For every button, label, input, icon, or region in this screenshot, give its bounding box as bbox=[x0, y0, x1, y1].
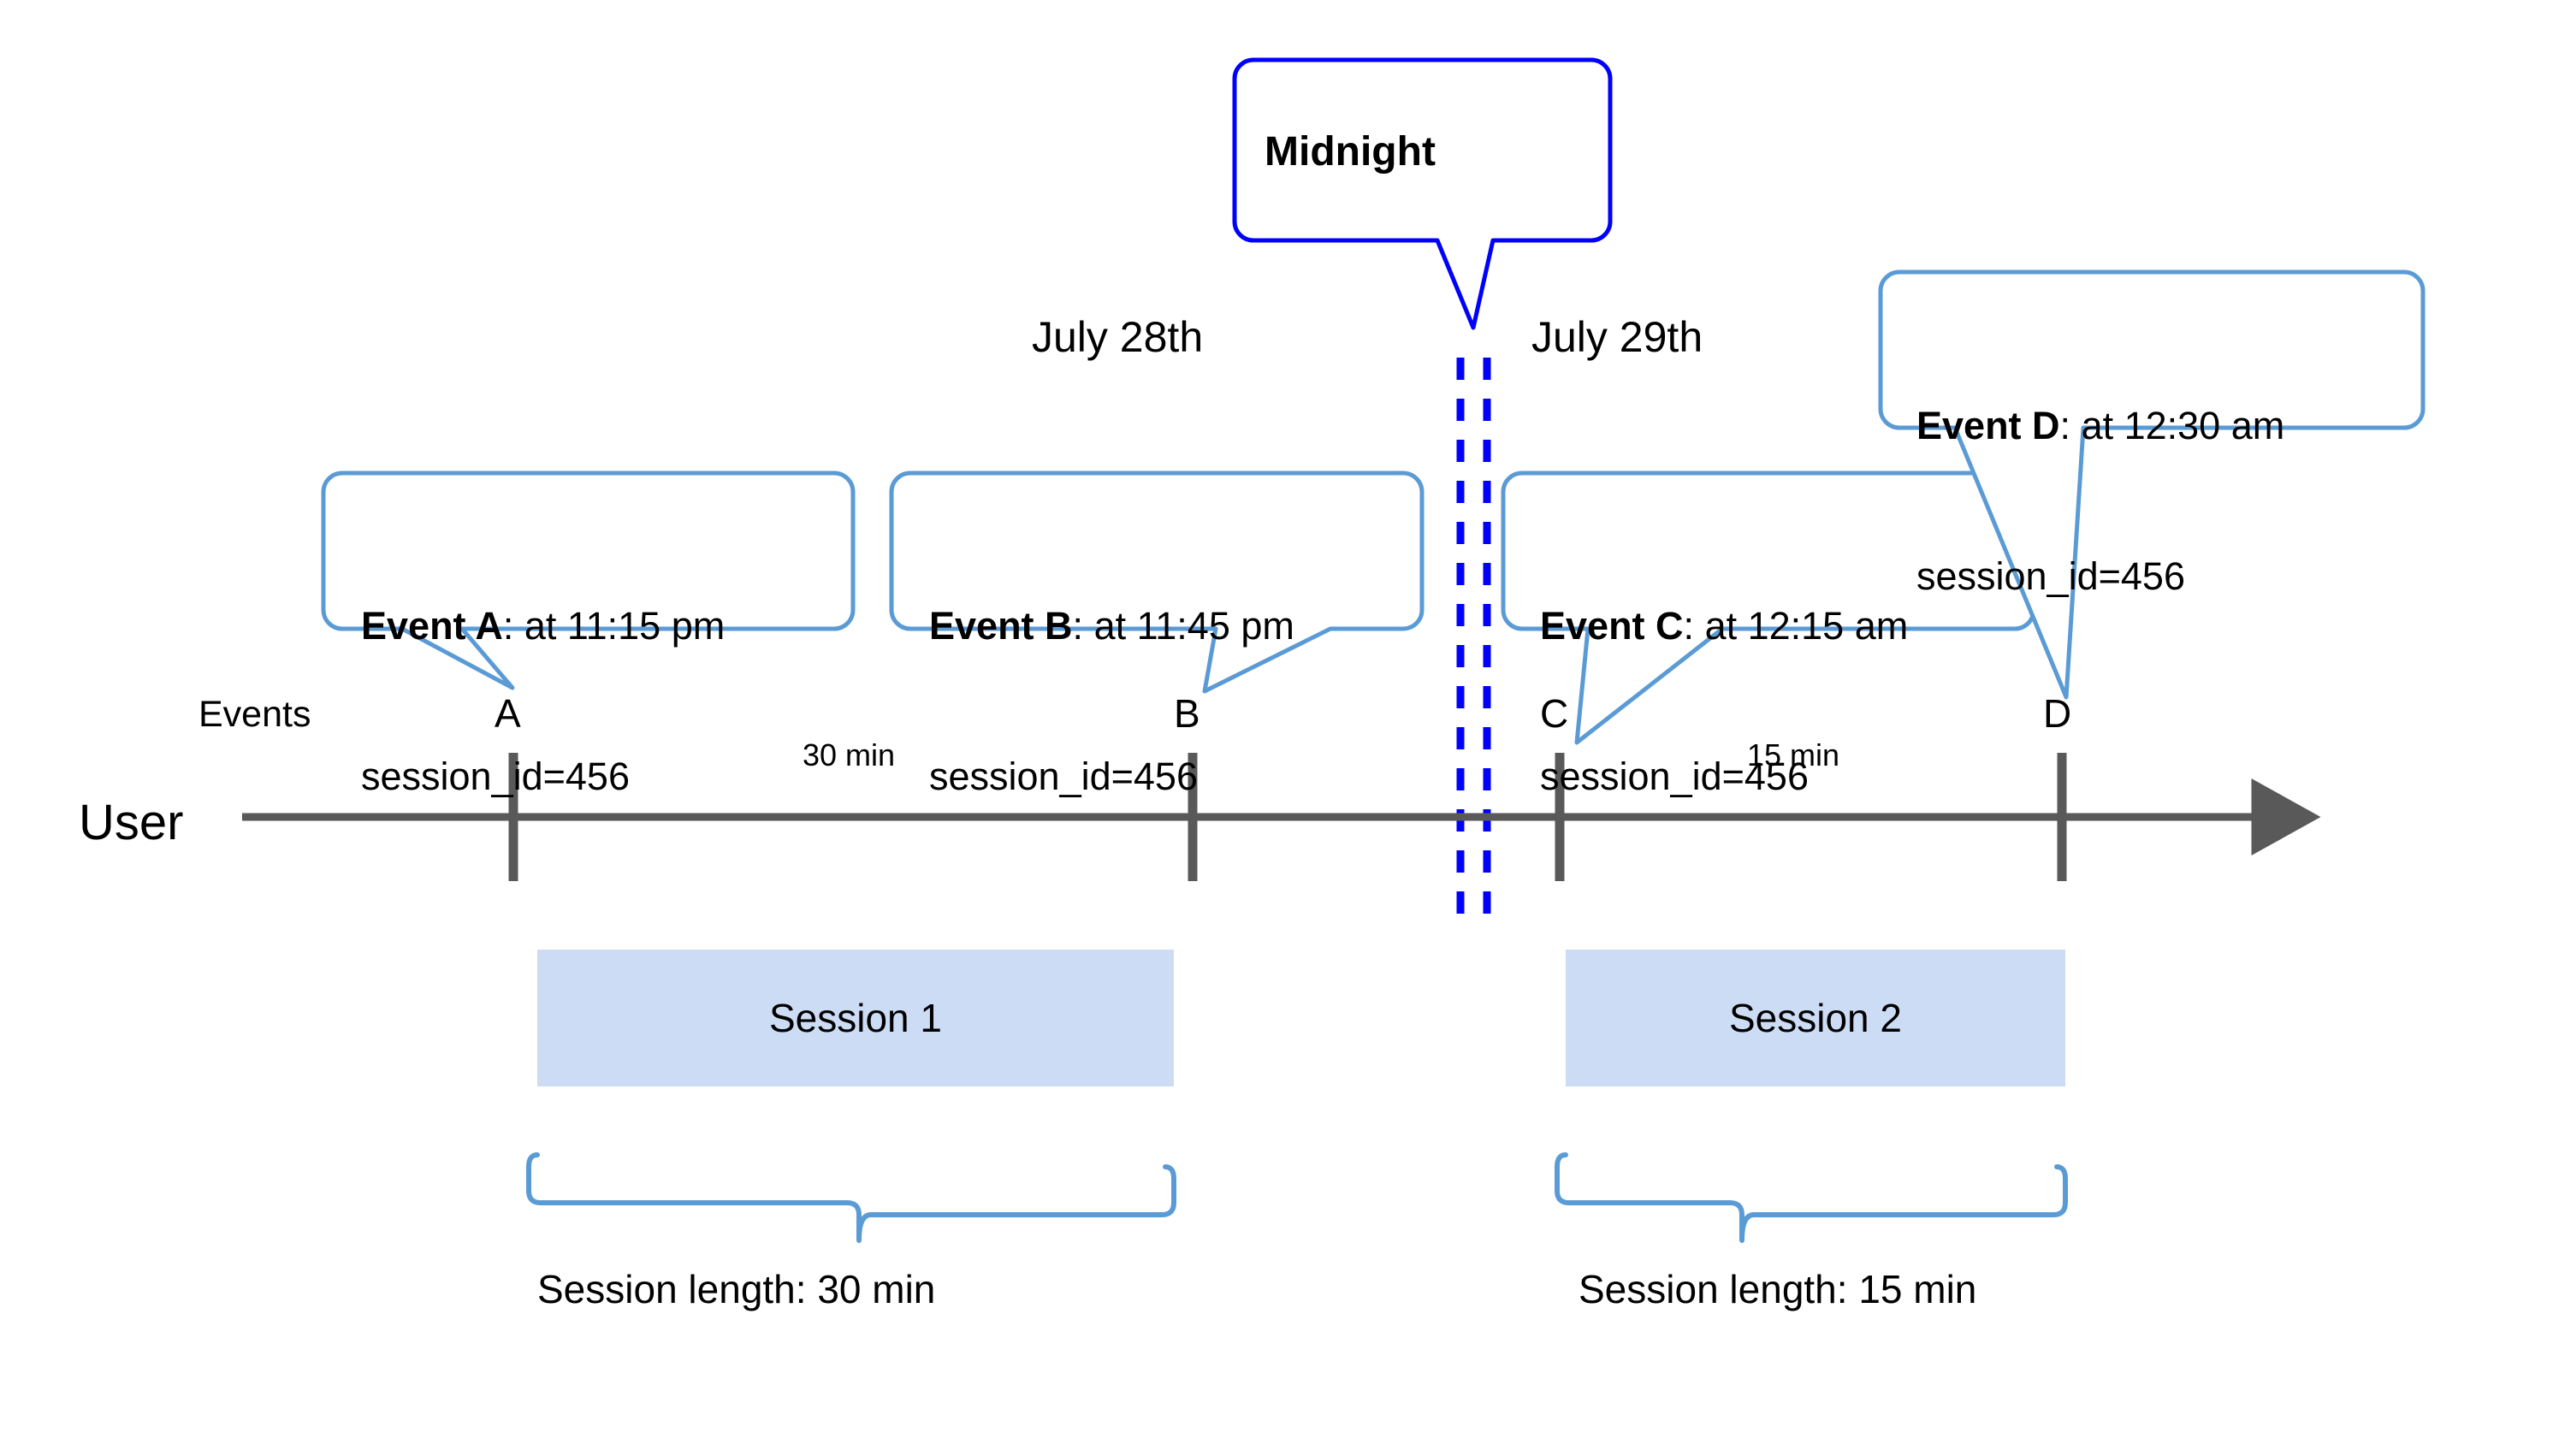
event-d-session-id: session_id=456 bbox=[1916, 553, 2185, 598]
midnight-divider bbox=[1456, 358, 1491, 932]
tick-label-a: A bbox=[495, 691, 521, 736]
session-1-length-label: Session length: 30 min bbox=[537, 1267, 936, 1311]
session-1-brace bbox=[526, 1152, 1176, 1243]
event-c-session-id: session_id=456 bbox=[1540, 754, 1809, 798]
user-lane-label: User bbox=[79, 795, 184, 850]
event-d-callout-text: Event D: at 12:30 am session_id=456 bbox=[1916, 301, 2284, 701]
event-d-name: Event D bbox=[1916, 404, 2060, 447]
event-c-name: Event C bbox=[1540, 604, 1684, 648]
event-c-colon: : bbox=[1683, 604, 1705, 648]
event-a-callout-bubble[interactable] bbox=[321, 471, 856, 690]
tick-label-d: D bbox=[2043, 691, 2072, 736]
event-a-callout-text: Event A: at 11:15 pm session_id=456 bbox=[361, 501, 725, 902]
session-1-box[interactable]: Session 1 bbox=[537, 950, 1174, 1086]
session-2-brace bbox=[1555, 1152, 2068, 1243]
event-c-callout-text: Event C: at 12:15 am session_id=456 bbox=[1540, 501, 1908, 902]
event-b-time: at 11:45 pm bbox=[1093, 604, 1294, 648]
event-d-callout-bubble[interactable] bbox=[1878, 269, 2426, 700]
gap-label-cd: 15 min bbox=[1747, 737, 1840, 772]
event-b-callout-text: Event B: at 11:45 pm session_id=456 bbox=[929, 501, 1294, 902]
event-a-session-id: session_id=456 bbox=[361, 754, 630, 798]
session-2-label: Session 2 bbox=[1728, 996, 1902, 1040]
date-label-july-29: July 29th bbox=[1531, 313, 1703, 361]
tick-label-b: B bbox=[1174, 691, 1200, 736]
event-d-time: at 12:30 am bbox=[2081, 404, 2285, 447]
tick-label-c: C bbox=[1540, 691, 1569, 736]
event-d-colon: : bbox=[2059, 404, 2082, 447]
event-b-session-id: session_id=456 bbox=[929, 754, 1198, 798]
event-a-colon: : bbox=[502, 604, 524, 648]
gap-label-ab: 30 min bbox=[803, 737, 896, 772]
midnight-callout-label: Midnight bbox=[1265, 129, 1436, 175]
midnight-callout-bubble[interactable] bbox=[1232, 57, 1613, 330]
session-1-label: Session 1 bbox=[768, 996, 942, 1040]
event-a-name: Event A bbox=[361, 604, 503, 648]
session-2-box[interactable]: Session 2 bbox=[1566, 950, 2065, 1086]
event-b-colon: : bbox=[1072, 604, 1094, 648]
events-row-label: Events bbox=[198, 694, 311, 735]
timeline-axis bbox=[242, 753, 2321, 881]
event-b-name: Event B bbox=[929, 604, 1073, 648]
event-c-time: at 12:15 am bbox=[1704, 604, 1909, 648]
session-2-length-label: Session length: 15 min bbox=[1579, 1267, 1977, 1311]
date-label-july-28: July 28th bbox=[1032, 313, 1204, 361]
event-a-time: at 11:15 pm bbox=[524, 604, 726, 648]
event-b-callout-bubble[interactable] bbox=[889, 471, 1425, 694]
